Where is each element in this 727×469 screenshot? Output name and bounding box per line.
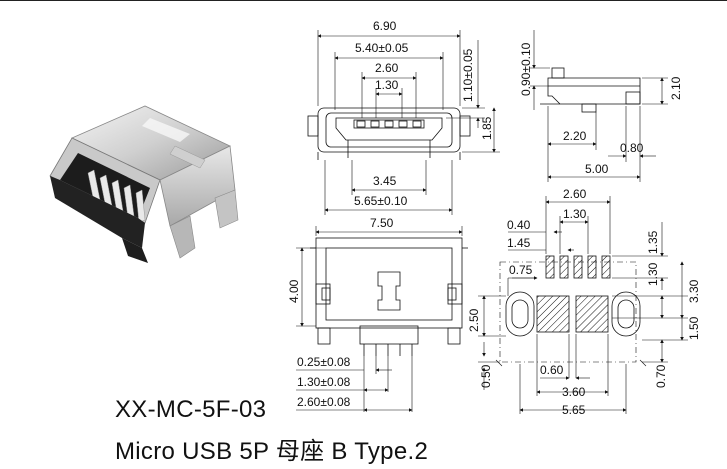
pcb-dim-pad-pitch: 1.30 <box>563 207 587 221</box>
top-dim-width: 7.50 <box>370 216 394 230</box>
side-view-outline <box>540 67 641 113</box>
front-dim-outer-bottom: 5.65±0.10 <box>354 194 408 208</box>
side-dim-shell-thickness: 0.90±0.10 <box>519 42 533 96</box>
top-dim-pin-width: 0.25±0.08 <box>297 355 351 369</box>
front-dim-pin-span: 2.60 <box>375 61 399 75</box>
front-dim-width-overall: 6.90 <box>373 19 397 33</box>
side-dim-height: 2.10 <box>669 76 683 100</box>
part-number: XX-MC-5F-03 <box>115 396 267 423</box>
top-border-line <box>0 0 727 1</box>
connector-photo <box>49 105 239 263</box>
pcb-dim-edge-offset: 0.75 <box>509 263 533 277</box>
pcb-dim-slot-height: 2.50 <box>467 308 481 332</box>
pcb-dim-overall-height: 3.30 <box>687 279 701 303</box>
product-description: Micro USB 5P 母座 B Type.2 <box>115 438 429 465</box>
pcb-dim-row-gap: 1.30 <box>646 262 660 286</box>
side-view: 0.90±0.10 2.10 2.20 0.80 5.00 <box>519 30 683 182</box>
top-dim-pin-pitch: 1.30±0.08 <box>297 375 351 389</box>
top-dim-pin-span: 2.60±0.08 <box>297 395 351 409</box>
front-view: 6.90 5.40±0.05 2.60 1.30 1.10±0.05 1.85 … <box>307 19 500 215</box>
side-dim-tab-offset: 0.80 <box>620 141 644 155</box>
pcb-dim-center-gap: 0.60 <box>540 363 564 377</box>
pcb-dim-bottom-gap: 0.50 <box>479 364 493 388</box>
pcb-layout: 2.60 1.30 0.40 1.45 1.35 0.75 1.30 3.30 … <box>467 187 701 417</box>
front-dim-pin-pitch: 1.30 <box>375 78 399 92</box>
pcb-dim-side-gap: 0.70 <box>654 364 668 388</box>
front-dim-inner-bottom: 3.45 <box>373 174 397 188</box>
pcb-dim-pad-width: 0.40 <box>507 218 531 232</box>
pcb-dim-pad-length: 1.35 <box>646 230 660 254</box>
pcb-dim-pad-spacing: 1.45 <box>507 236 531 250</box>
pcb-layout-outline <box>495 255 647 367</box>
top-dim-depth: 4.00 <box>287 279 301 303</box>
pcb-dim-slot-span: 5.65 <box>562 403 586 417</box>
front-view-outline <box>307 107 471 160</box>
side-dim-depth: 5.00 <box>585 162 609 176</box>
pcb-dim-pad-group-width: 3.60 <box>562 385 586 399</box>
front-dim-opening-height: 1.10±0.05 <box>461 48 475 102</box>
top-view: 7.50 4.00 0.25±0.08 1.30±0.08 2.60±0.08 <box>287 216 468 412</box>
pcb-dim-slot-offset: 1.50 <box>687 316 701 340</box>
top-view-outline <box>310 237 468 356</box>
pcb-dim-pad-span: 2.60 <box>563 187 587 201</box>
side-dim-front-offset: 2.20 <box>563 129 587 143</box>
front-dim-opening-width: 5.40±0.05 <box>355 41 409 55</box>
front-dim-height: 1.85 <box>480 116 494 140</box>
